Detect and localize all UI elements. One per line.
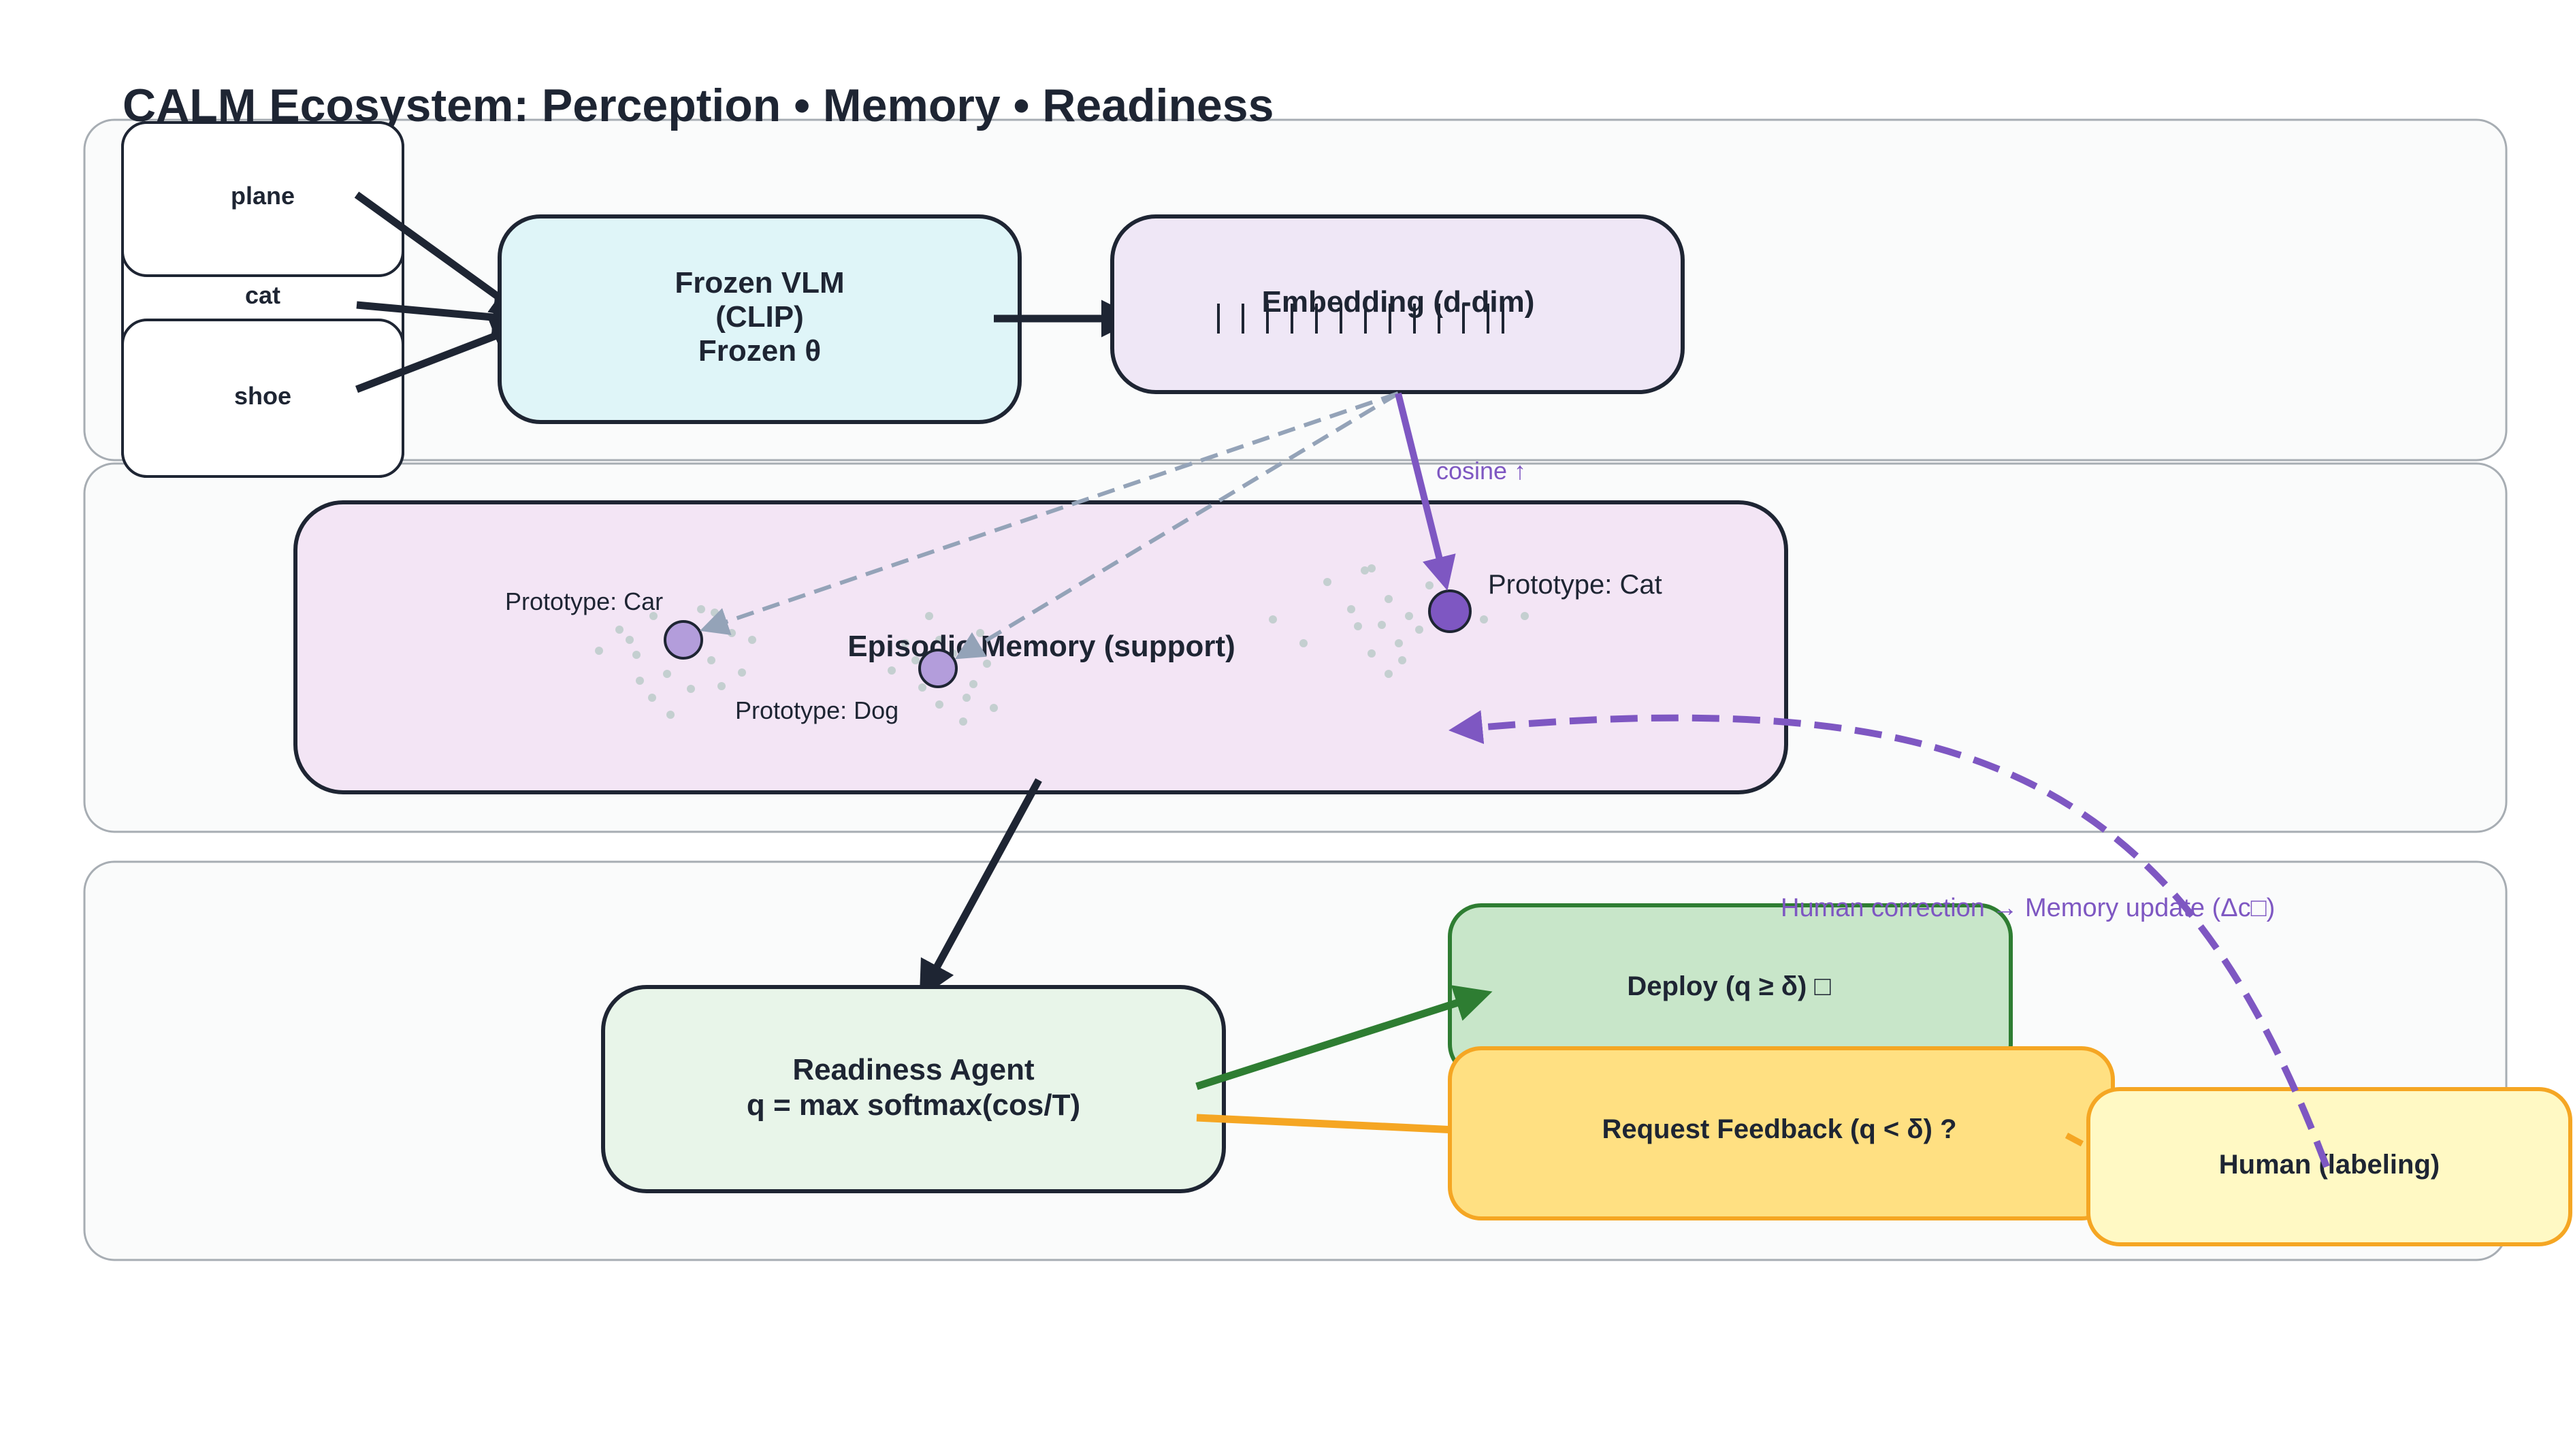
readiness-label-line2: q = max softmax(cos/T) xyxy=(747,1088,1080,1122)
input-label-shoe: shoe xyxy=(234,382,291,410)
arrow-plane-to-vlm xyxy=(354,191,529,319)
readiness-label-line1: Readiness Agent xyxy=(792,1053,1035,1086)
input-card-plane xyxy=(121,121,404,277)
embedding-label: Embedding (d-dim) xyxy=(1262,285,1535,319)
arrow-embedding-to-dog xyxy=(954,391,1399,660)
embedding-vector-ticks xyxy=(1217,304,1504,334)
human-box xyxy=(2086,1087,2572,1246)
arrow-readiness-to-deploy xyxy=(1195,985,1493,1090)
prototype-car-label: Prototype: Car xyxy=(505,587,663,615)
memory-box xyxy=(293,500,1788,794)
vlm-label-line3: Frozen θ xyxy=(698,334,821,368)
prototype-car-marker xyxy=(664,620,703,660)
memory-label: Episodic Memory (support) xyxy=(847,630,1235,663)
input-card-shoe xyxy=(121,319,404,478)
arrow-readiness-to-feedback xyxy=(1196,1111,1493,1149)
vlm-label-line1: Frozen VLM xyxy=(675,266,844,300)
request-feedback-label: Request Feedback (q < δ) ? xyxy=(1602,1114,1956,1144)
deploy-label: Deploy (q ≥ δ) □ xyxy=(1627,971,1830,1001)
human-correction-label: Human correction → Memory update (Δc□) xyxy=(1781,894,2275,922)
arrow-human-correction-to-memory xyxy=(1449,710,2330,1168)
prototype-dog-marker xyxy=(918,649,958,688)
input-label-cat: cat xyxy=(245,281,280,309)
arrow-embedding-to-car xyxy=(700,391,1399,636)
arrow-memory-to-readiness xyxy=(919,778,1042,999)
arrow-shoe-to-vlm xyxy=(355,319,530,393)
readiness-agent-box xyxy=(601,985,1226,1193)
prototype-dog-label: Prototype: Dog xyxy=(735,696,899,724)
prototype-cat-marker xyxy=(1428,589,1472,633)
vlm-label-line2: (CLIP) xyxy=(715,300,804,334)
prototype-cat-label: Prototype: Cat xyxy=(1488,570,1662,600)
cosine-label: cosine ↑ xyxy=(1436,457,1526,485)
input-label-plane: plane xyxy=(231,182,295,210)
arrow-cat-to-vlm xyxy=(356,298,530,336)
arrow-embedding-to-cat xyxy=(1395,392,1456,591)
